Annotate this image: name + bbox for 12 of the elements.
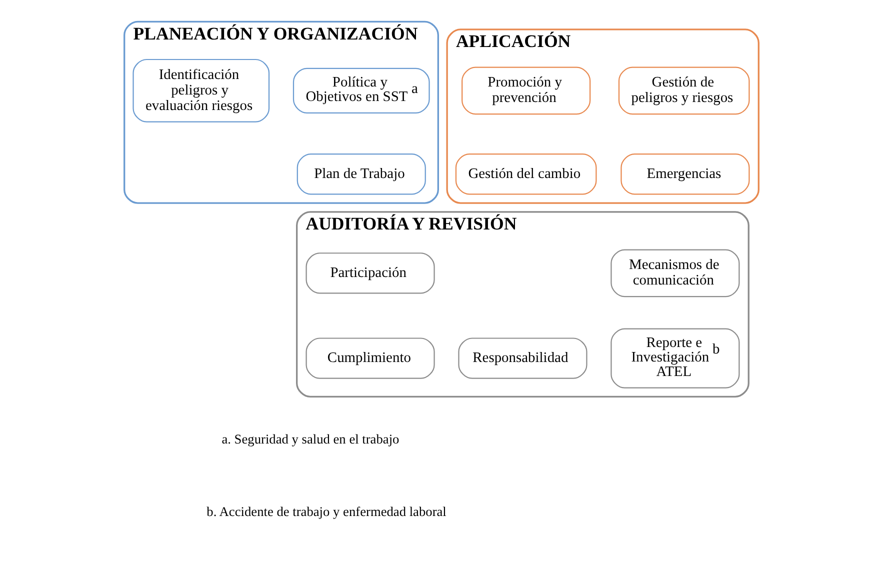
label: a. Seguridad y salud en el trabajo [221,432,399,447]
node-box: Participación [305,252,434,294]
node-box: Promoción y prevención [461,66,590,115]
node-box: Cumplimiento [305,338,434,379]
node-box: Gestión del cambio [454,154,596,195]
node-box: Plan de Trabajo [296,154,426,195]
node-box: Emergencias [620,154,750,195]
node-box: Mecanismos de comunicación [610,249,740,298]
node-box: Gestión de peligros y riesgos [618,66,750,115]
node-box: Identificación peligros y evaluación riesgos [132,58,270,122]
node-box: Responsabilidad [458,338,587,379]
label: b. Accidente de trabajo y enfermedad laboral [206,504,446,519]
